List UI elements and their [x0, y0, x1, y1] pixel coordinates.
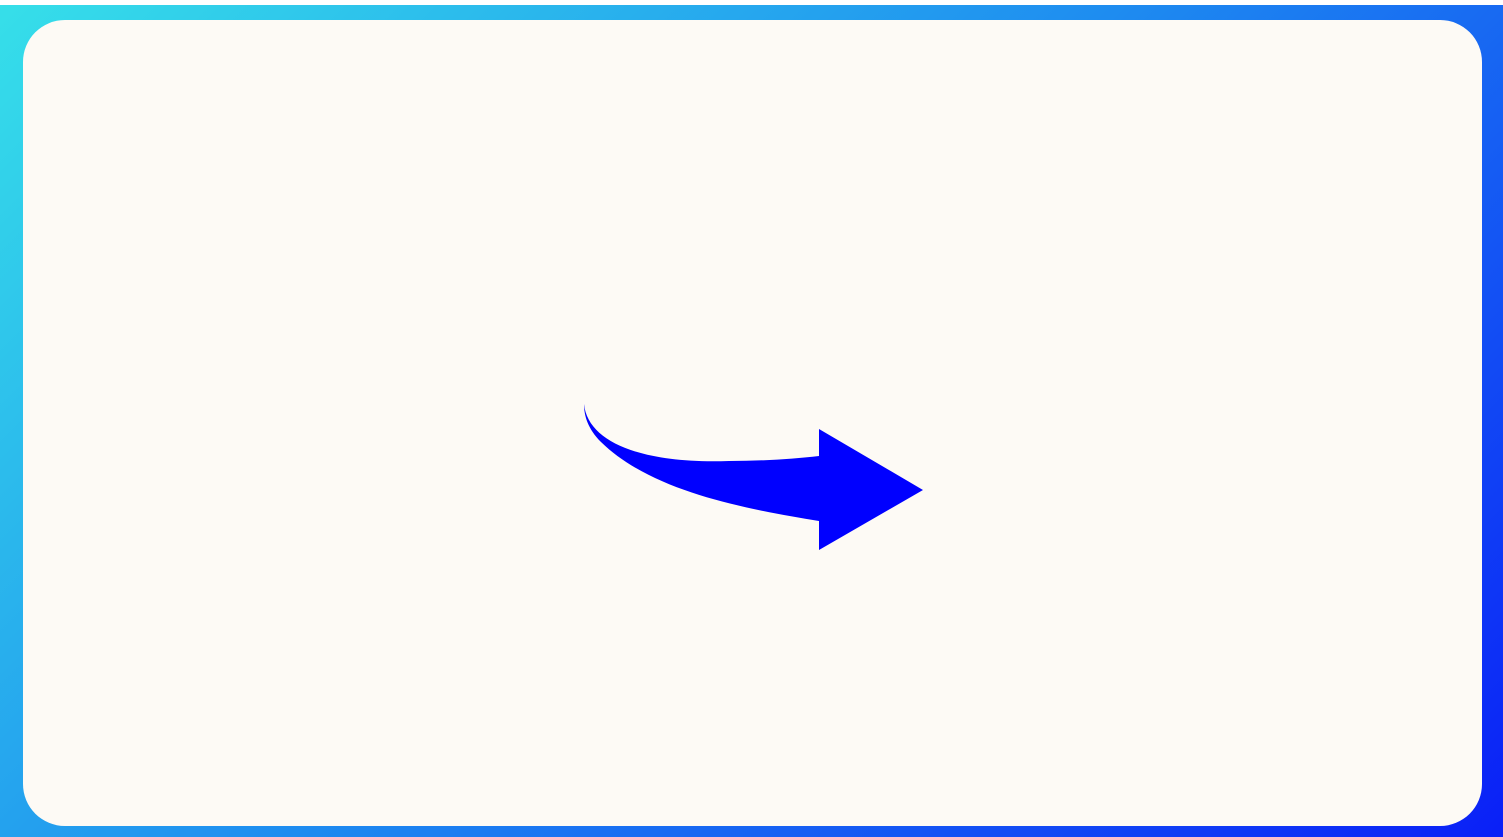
slide-canvas: [23, 20, 1482, 826]
arrow-canvas: [584, 404, 923, 550]
curved-right-arrow-icon: [584, 404, 923, 550]
top-edge: [0, 0, 1503, 5]
